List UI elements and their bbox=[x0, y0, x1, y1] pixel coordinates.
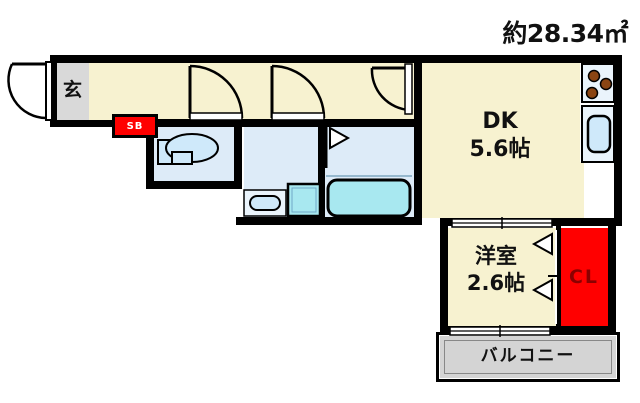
balcony-inner-line bbox=[444, 340, 612, 374]
dk-name-label: DK bbox=[482, 109, 518, 134]
closet-folding-door bbox=[531, 230, 560, 324]
wall-left-hallway bbox=[50, 55, 57, 127]
closet-block bbox=[560, 228, 608, 326]
bedroom-name-label: 洋室 bbox=[475, 244, 517, 268]
total-area-label: 約28.34㎡ bbox=[502, 19, 628, 48]
wall-toilet-bottom bbox=[146, 181, 242, 189]
balcony-label: バルコニー bbox=[480, 346, 576, 366]
dk-size-label: 5.6帖 bbox=[469, 137, 531, 162]
wall-toilet-left bbox=[146, 119, 154, 189]
wall-right-dk bbox=[614, 55, 622, 225]
bedroom-sliding-door bbox=[451, 217, 553, 229]
bathtub-fixture bbox=[326, 178, 412, 218]
wall-bottom-hallway-right bbox=[152, 119, 416, 127]
corridor-swing-door-1 bbox=[188, 64, 244, 121]
wall-top-dk bbox=[414, 55, 622, 63]
closet-label: CL bbox=[568, 266, 600, 288]
washbasin-fixture bbox=[243, 189, 287, 217]
wall-toilet-right bbox=[234, 119, 242, 189]
wall-bedroom-left bbox=[440, 218, 448, 334]
wall-dk-left bbox=[414, 55, 422, 225]
wall-bottom-hallway-left bbox=[50, 120, 112, 127]
washing-machine-fixture bbox=[286, 182, 322, 218]
kitchen-sink-fixture bbox=[581, 105, 615, 163]
bathroom-entry-door bbox=[324, 126, 351, 168]
wall-bathroom-bottom bbox=[318, 217, 422, 225]
balcony-sliding-door bbox=[449, 325, 551, 337]
shoebox-marker: SB bbox=[112, 114, 158, 138]
entrance-swing-door bbox=[7, 61, 53, 121]
shoebox-label: SB bbox=[126, 120, 144, 132]
genkan-floor bbox=[56, 62, 89, 124]
balcony-floor bbox=[440, 336, 616, 378]
dk-floor bbox=[416, 62, 584, 218]
stove-burners-fixture bbox=[581, 63, 615, 103]
bedroom-size-label: 2.6帖 bbox=[466, 271, 526, 295]
wall-top-hallway bbox=[50, 55, 422, 63]
wall-washroom-bottom bbox=[236, 217, 326, 225]
wall-bedroom-right bbox=[608, 218, 616, 334]
corridor-swing-door-3 bbox=[370, 63, 413, 115]
corridor-swing-door-2 bbox=[270, 64, 326, 121]
toilet-fixture bbox=[157, 133, 219, 165]
genkan-label: 玄 bbox=[62, 79, 82, 101]
wall-washroom-bath-divider bbox=[318, 119, 325, 224]
